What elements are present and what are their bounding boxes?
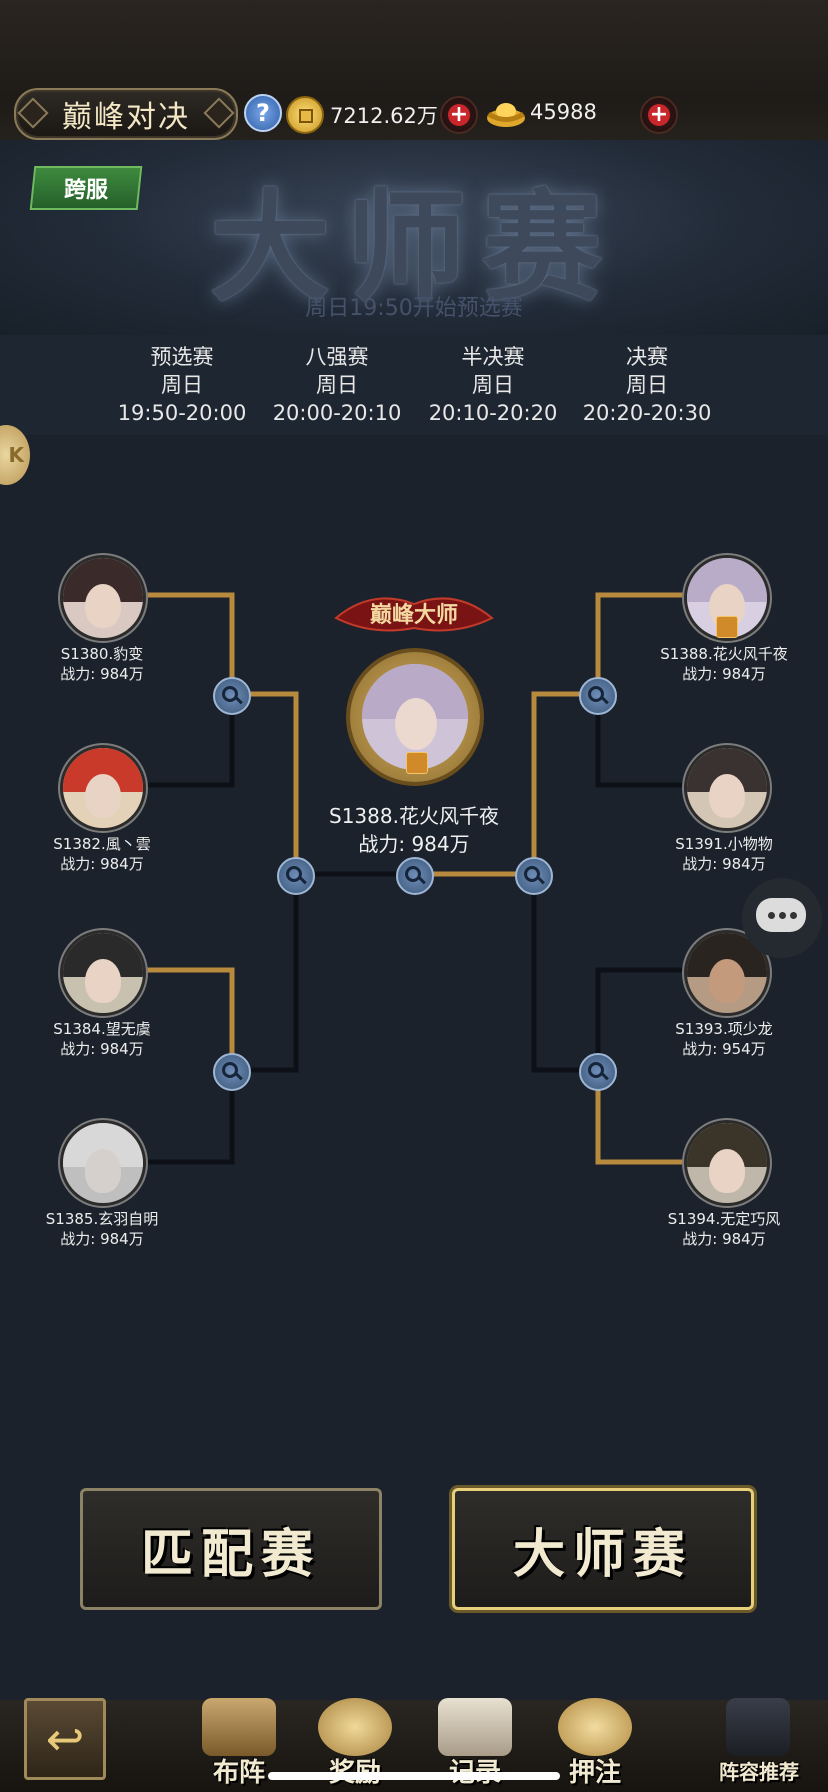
schedule-stage: 八强赛 周日 20:00-20:10 [252, 343, 422, 427]
page-title-plate: 巅峰对决 [14, 88, 238, 140]
stage-time: 20:10-20:20 [428, 401, 558, 425]
stage-time: 19:50-20:00 [117, 401, 247, 425]
champion-badge-icon [406, 752, 428, 774]
stage-day: 周日 [472, 373, 514, 397]
plus-icon: + [448, 102, 470, 127]
nav-label: 押注 [568, 1758, 621, 1788]
player-power: 战力: 984万 [682, 855, 766, 873]
player-power: 战力: 984万 [682, 1230, 766, 1248]
home-indicator[interactable] [268, 1772, 560, 1780]
help-icon[interactable]: ? [244, 94, 282, 132]
nav-label: 奖励 [300, 1752, 410, 1789]
view-match-icon[interactable] [579, 677, 617, 715]
coin-icon [286, 96, 324, 134]
nav-records[interactable]: 记录 [420, 1690, 530, 1790]
view-match-icon[interactable] [213, 677, 251, 715]
player-name: S1385.玄羽自明 [45, 1210, 159, 1228]
player-power: 战力: 984万 [60, 665, 144, 683]
event-banner: 大师赛 周日19:50开始预选赛 [0, 140, 828, 335]
player-avatar[interactable] [60, 930, 146, 1016]
stage-day: 周日 [161, 373, 203, 397]
nav-lineup-recommend[interactable]: 阵容推荐 [704, 1690, 814, 1790]
player-power: 战力: 984万 [60, 1230, 144, 1248]
bracket-line [232, 874, 299, 1073]
view-match-icon[interactable] [277, 857, 315, 895]
player-avatar[interactable] [684, 555, 770, 641]
cross-server-tag: 跨服 [29, 166, 143, 210]
view-match-icon[interactable] [515, 857, 553, 895]
cross-server-label: 跨服 [63, 178, 108, 203]
player-name: S1384.望无虞 [53, 1020, 151, 1038]
bracket-line [232, 691, 299, 874]
view-match-icon[interactable] [579, 1053, 617, 1091]
player-power: 战力: 984万 [60, 855, 144, 873]
player-power: 战力: 954万 [682, 1040, 766, 1058]
player-name: S1382.風丶雲 [53, 835, 151, 853]
master-mode-label: 大师赛 [512, 1523, 693, 1585]
player-avatar[interactable] [684, 745, 770, 831]
schedule-bar: 预选赛 周日 19:50-20:00 八强赛 周日 20:00-20:10 半决… [0, 335, 828, 435]
reward-bag-icon [318, 1698, 392, 1756]
stage-name: 半决赛 [461, 345, 525, 369]
bracket-line [595, 1070, 698, 1165]
lineup-gate-icon [726, 1698, 790, 1756]
player-name: S1388.花火风千夜 [660, 645, 788, 663]
match-mode-label: 匹配赛 [140, 1523, 321, 1585]
stage-day: 周日 [626, 373, 668, 397]
nav-label: 记录 [420, 1752, 530, 1789]
nav-formation[interactable]: 布阵 [184, 1690, 294, 1790]
betting-bag-icon [558, 1698, 632, 1756]
chat-button[interactable] [742, 878, 822, 958]
master-mode-button[interactable]: 大师赛 [452, 1488, 754, 1610]
player-avatar[interactable] [684, 1120, 770, 1206]
nav-label: 布阵 [212, 1758, 265, 1788]
nav-betting[interactable]: 押注 [540, 1690, 650, 1790]
player-badge-icon [716, 616, 738, 638]
bracket-line [531, 691, 598, 874]
player-avatar[interactable] [60, 745, 146, 831]
schedule-stage: 半决赛 周日 20:10-20:20 [408, 343, 578, 427]
player-name: S1393.项少龙 [675, 1020, 773, 1038]
back-button[interactable]: ↩ [24, 1698, 106, 1780]
stage-day: 周日 [316, 373, 358, 397]
schedule-stage: 决赛 周日 20:20-20:30 [562, 343, 732, 427]
champion-logo-text: 巅峰大师 [370, 602, 458, 628]
player-name: S1394.无定巧风 [667, 1210, 781, 1228]
stage-name: 八强赛 [305, 345, 369, 369]
ornament-right-icon [203, 97, 235, 129]
stage-name: 预选赛 [150, 345, 214, 369]
player-name: S1380.豹变 [60, 645, 144, 663]
champion-name: S1388.花火风千夜 [329, 804, 499, 828]
match-mode-button[interactable]: 匹配赛 [80, 1488, 382, 1610]
view-match-icon[interactable] [396, 857, 434, 895]
banner-subtitle: 周日19:50开始预选赛 [305, 296, 523, 321]
stage-time: 20:00-20:10 [272, 401, 402, 425]
add-coins-button[interactable]: + [440, 96, 478, 134]
nav-label: 阵容推荐 [719, 1760, 799, 1784]
formation-board-icon [202, 1698, 276, 1756]
stage-name: 决赛 [626, 345, 668, 369]
plus-icon: + [648, 102, 670, 127]
player-name: S1391.小物物 [675, 835, 773, 853]
gold-ingot-icon [487, 103, 525, 127]
champion-logo: 巅峰大师 [334, 597, 494, 632]
view-match-icon[interactable] [213, 1053, 251, 1091]
stage-time: 20:20-20:30 [582, 401, 712, 425]
page-title: 巅峰对决 [62, 100, 190, 135]
ingot-amount: 45988 [530, 100, 597, 124]
schedule-stage: 预选赛 周日 19:50-20:00 [97, 343, 267, 427]
player-power: 战力: 984万 [682, 665, 766, 683]
champion-power: 战力: 984万 [358, 832, 470, 856]
coin-amount: 7212.62万 [330, 104, 438, 128]
add-ingots-button[interactable]: + [640, 96, 678, 134]
champion-avatar[interactable] [350, 652, 480, 782]
player-avatar[interactable] [60, 555, 146, 641]
ornament-left-icon [17, 97, 49, 129]
bracket-line [531, 874, 598, 1073]
back-arrow-icon: ↩ [45, 1712, 85, 1766]
player-power: 战力: 984万 [60, 1040, 144, 1058]
records-scroll-icon [438, 1698, 512, 1756]
banner-title: 大师赛 [210, 177, 618, 318]
player-avatar[interactable] [60, 1120, 146, 1206]
